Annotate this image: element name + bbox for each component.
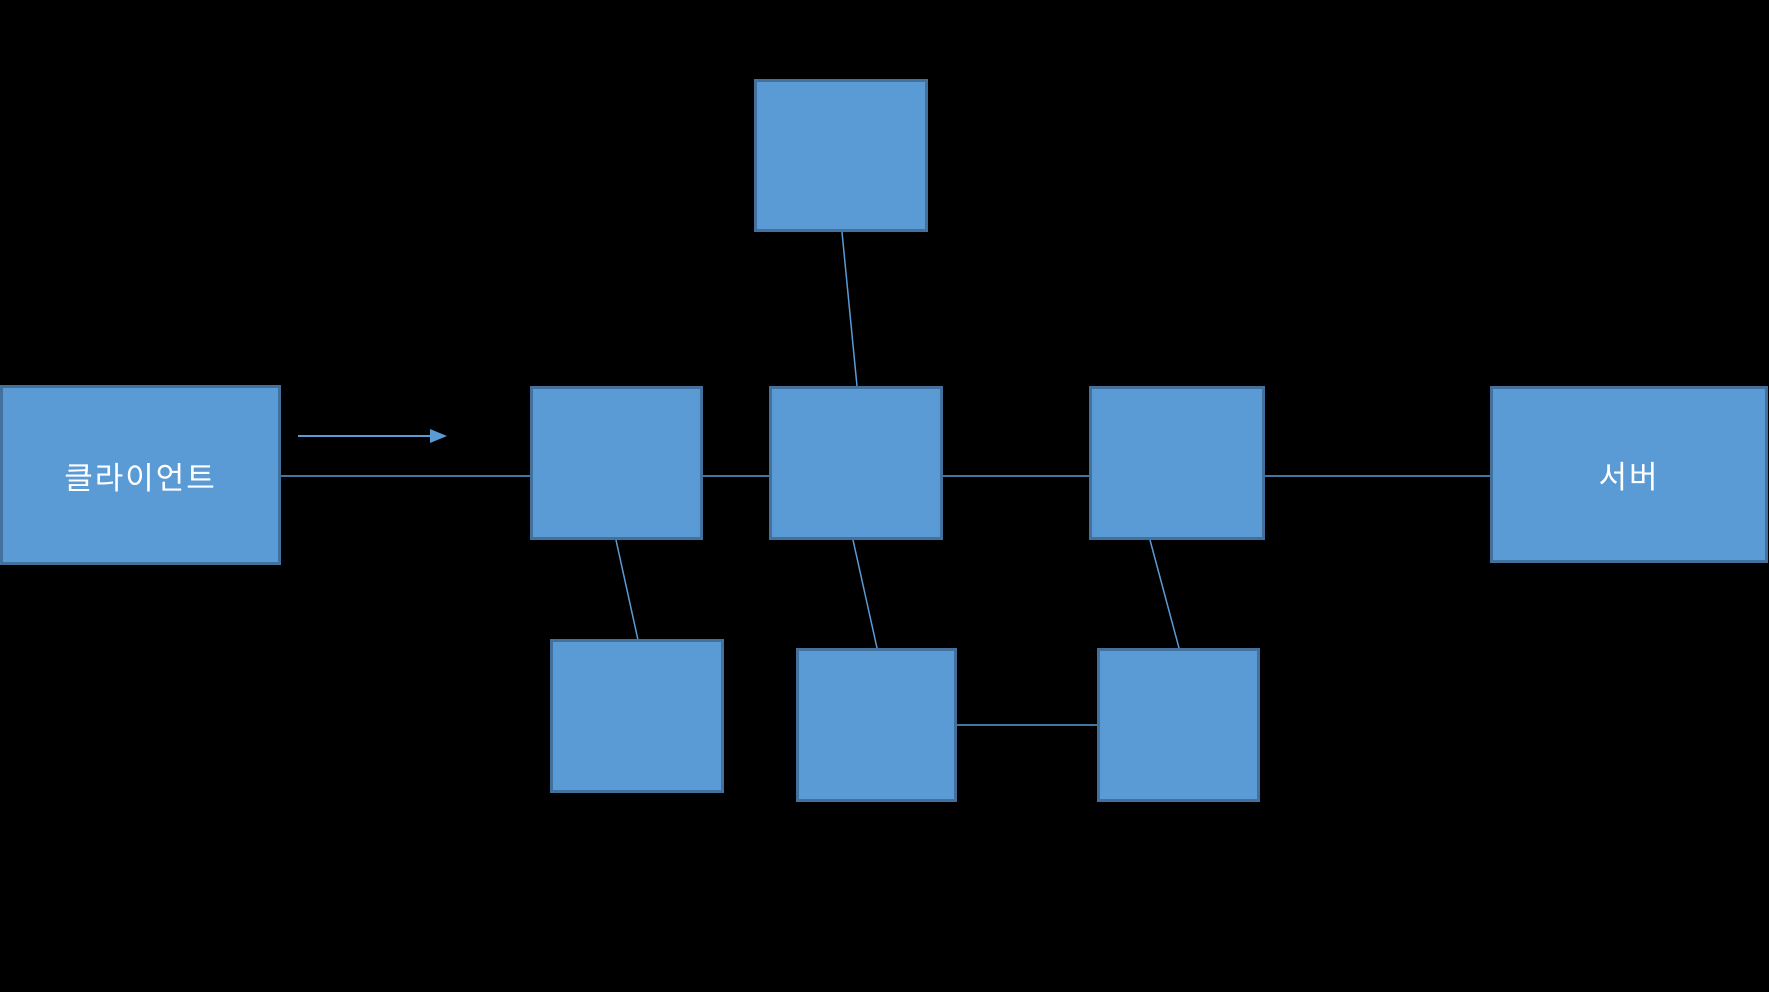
connector-router-c-router-f [1149, 539, 1180, 649]
connector-router-a-router-d [615, 539, 639, 641]
request-arrow-head-icon [430, 429, 447, 443]
node-label-client: 클라이언트 [64, 460, 217, 496]
node-server: 서버 [1490, 386, 1768, 563]
node-router-c [1089, 386, 1265, 540]
node-router-a [530, 386, 703, 540]
node-label-server: 서버 [1598, 460, 1660, 495]
node-router-b [769, 386, 943, 540]
connector-router-top-router-b [841, 231, 858, 387]
node-router-top [754, 79, 928, 232]
connector-router-b-router-e [852, 539, 878, 649]
node-client: 클라이언트 [0, 385, 281, 565]
node-router-f [1097, 648, 1260, 802]
node-router-e [796, 648, 957, 802]
node-router-d [550, 639, 724, 793]
request-arrow [298, 429, 447, 443]
